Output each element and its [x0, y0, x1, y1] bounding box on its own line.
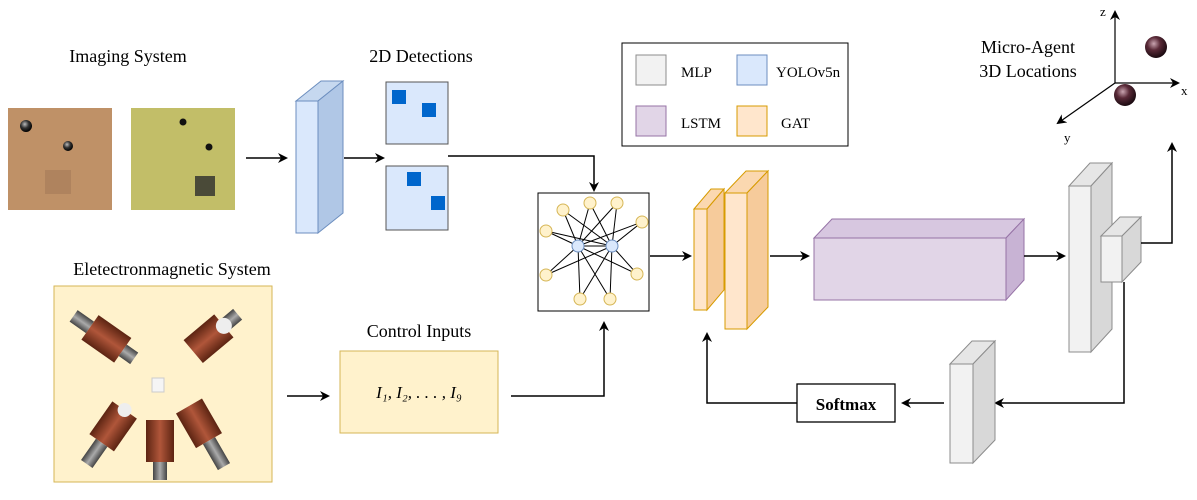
legend: MLP YOLOv5n LSTM GAT: [621, 42, 849, 147]
arrow-mlp-to-locations: [1141, 142, 1177, 244]
control-inputs-box: [339, 350, 499, 434]
imaging-system-label: Imaging System: [69, 46, 187, 66]
arrow-detections-to-graph: [448, 155, 599, 192]
detections-label: 2D Detections: [369, 46, 472, 66]
legend-swatch-gat: [736, 105, 768, 137]
axis-y-label: y: [1064, 130, 1071, 145]
detection-box-1: [385, 81, 449, 145]
lstm-block: [812, 217, 1026, 302]
arrow-softmax-to-gat: [702, 332, 797, 404]
yolo-block: [294, 79, 345, 235]
mlp-block-lower: [948, 339, 997, 465]
arrow-control-to-graph: [511, 321, 609, 397]
legend-label-lstm: LSTM: [681, 116, 721, 132]
softmax-label: Softmax: [816, 395, 877, 414]
electromagnetic-system-label: Eletectronmagnetic System: [73, 259, 270, 279]
imaging-photo-2: [131, 108, 235, 210]
electromagnetic-image: [53, 285, 273, 483]
micro-agent-ball-2: [1114, 84, 1136, 106]
legend-swatch-mlp: [635, 54, 667, 86]
legend-swatch-lstm: [635, 105, 667, 137]
legend-swatch-yolo: [736, 54, 768, 86]
axis-x-label: x: [1181, 83, 1188, 98]
mlp-block-small: [1099, 215, 1143, 284]
gat-block-1: [692, 187, 726, 312]
control-inputs-label: Control Inputs: [367, 321, 472, 341]
legend-label-mlp: MLP: [681, 65, 712, 81]
legend-label-yolo: YOLOv5n: [776, 65, 841, 81]
axis-z-label: z: [1100, 4, 1106, 19]
micro-agent-ball-1: [1145, 36, 1167, 58]
micro-agent-label-line2: 3D Locations: [979, 61, 1076, 81]
gat-block-2: [723, 169, 770, 331]
detection-box-2: [385, 165, 449, 231]
arrow-mlp-to-lower-mlp: [994, 282, 1125, 408]
control-formula: I₁, I₂, . . . , I₉: [375, 383, 462, 402]
softmax-box: [796, 383, 896, 423]
axes-3d: z x y: [1056, 4, 1188, 145]
micro-agent-label-line1: Micro-Agent: [981, 37, 1075, 57]
imaging-photo-1: [8, 108, 112, 210]
legend-label-gat: GAT: [781, 116, 810, 132]
graph-box: [537, 192, 650, 312]
